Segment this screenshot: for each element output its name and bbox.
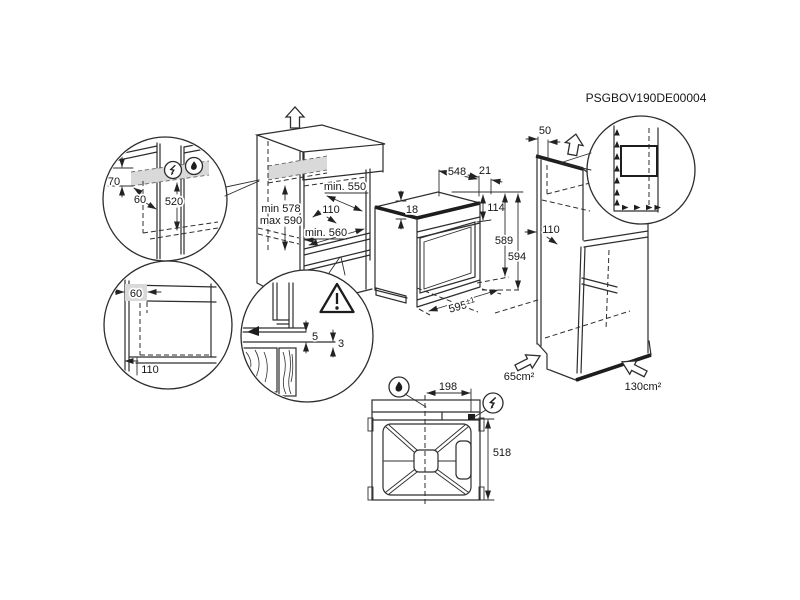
- oven-top-trim-edge: [374, 201, 481, 220]
- clearance-detail-content: 60 110: [110, 279, 217, 378]
- airflow-detail-circle: [586, 115, 696, 225]
- electric-connection-icon: [482, 392, 504, 414]
- underside-offset-dim: 198: [439, 381, 457, 393]
- connection-offset-60-dim: 60: [134, 194, 146, 206]
- connection-detail-content: 70 60 520: [104, 138, 226, 260]
- column-top-gap-dim: 50: [539, 125, 551, 137]
- column-cabinet-drawing: 50 110 65cm² 130cm²: [502, 123, 663, 395]
- airflow-right-arrows: [622, 204, 661, 211]
- underside-view: 198 518: [367, 376, 513, 507]
- clearance-zone-110-dim: 110: [141, 364, 159, 376]
- oven-trim-dim: 18: [406, 204, 418, 216]
- oven-front-height-dim: 114: [487, 202, 505, 214]
- gas-connection-icon: [388, 376, 410, 398]
- column-base-vent-edge: [575, 353, 652, 382]
- install-up-arrow-icon: [562, 131, 586, 158]
- warning-triangle-icon: [319, 282, 355, 314]
- column-rear-zone-dim: 110: [542, 224, 560, 236]
- niche-height-max-dim: max 590: [260, 215, 302, 227]
- vent-65-label: 65cm²: [504, 371, 535, 383]
- oven-height-589-dim: 589: [495, 235, 513, 247]
- gas-connection-icon: [184, 156, 204, 176]
- connection-zone-520-dim: 520: [165, 196, 183, 208]
- niche-depth-dim: min. 560: [305, 227, 347, 239]
- niche-rear-zone-dim: 110: [322, 204, 340, 216]
- callout-wedges: [224, 152, 592, 276]
- oven-back-gap-dim: 21: [479, 165, 491, 177]
- niche-width-dim: min. 550: [324, 181, 366, 193]
- niche-height-min-dim: min 578: [261, 203, 300, 215]
- oven-height-594-dim: 594: [508, 251, 526, 263]
- gap-detail-circle: [240, 269, 374, 403]
- oven-width-dim: 595±1: [447, 295, 477, 316]
- electric-connection-icon: [163, 160, 183, 180]
- gap-5-dim: 5: [312, 331, 318, 343]
- drawing-code-label: PSGBOV190DE00004: [586, 91, 707, 105]
- gap-3-dim: 3: [338, 338, 344, 350]
- airflow-detail-content: [613, 125, 661, 213]
- underside-depth-dim: 518: [493, 447, 511, 459]
- install-up-arrow-icon: [285, 106, 305, 129]
- rear-connection-zone-shade: [268, 156, 327, 180]
- airflow-up-arrows: [614, 129, 620, 206]
- connection-point-marker: [468, 414, 475, 420]
- clearance-detail-circle: [103, 260, 233, 390]
- connection-gap-70-dim: 70: [108, 176, 120, 188]
- clearance-offset-60-dim: 60: [130, 288, 142, 300]
- oven-drawing: 548 21 18 114 589 594 595±1: [374, 163, 542, 317]
- oven-door-window: [419, 221, 476, 294]
- clearance-zone-shade: [125, 284, 147, 301]
- oven-depth-dim: 548: [448, 166, 466, 178]
- oven-back-outline: [620, 145, 658, 177]
- vent-130-label: 130cm²: [625, 381, 662, 393]
